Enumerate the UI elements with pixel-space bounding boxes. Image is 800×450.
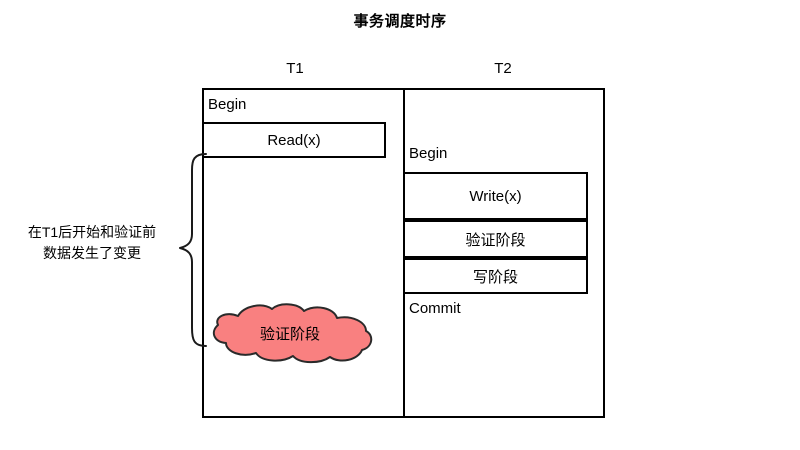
annotation-text: 在T1后开始和验证前 数据发生了变更 bbox=[6, 222, 178, 264]
column-header-t2: T2 bbox=[494, 60, 512, 77]
t2-commit-label: Commit bbox=[409, 300, 461, 317]
annotation-brace bbox=[176, 150, 208, 350]
annotation-line-1: 在T1后开始和验证前 bbox=[27, 224, 157, 240]
t2-operation-write-phase[interactable]: 写阶段 bbox=[403, 258, 588, 294]
t2-begin-label: Begin bbox=[409, 145, 448, 162]
t2-operation-write-x[interactable]: Write(x) bbox=[403, 172, 588, 220]
curly-brace-icon bbox=[179, 153, 207, 347]
column-header-t1: T1 bbox=[286, 60, 304, 77]
t1-operation-read-x[interactable]: Read(x) bbox=[202, 122, 386, 158]
cloud-icon bbox=[212, 303, 373, 364]
t2-operation-validate-phase[interactable]: 验证阶段 bbox=[403, 220, 588, 258]
annotation-line-2: 数据发生了变更 bbox=[43, 245, 141, 261]
page-title: 事务调度时序 bbox=[353, 13, 447, 30]
t1-begin-label: Begin bbox=[208, 96, 247, 113]
t1-validate-phase-cloud[interactable]: 验证阶段 bbox=[200, 302, 380, 364]
